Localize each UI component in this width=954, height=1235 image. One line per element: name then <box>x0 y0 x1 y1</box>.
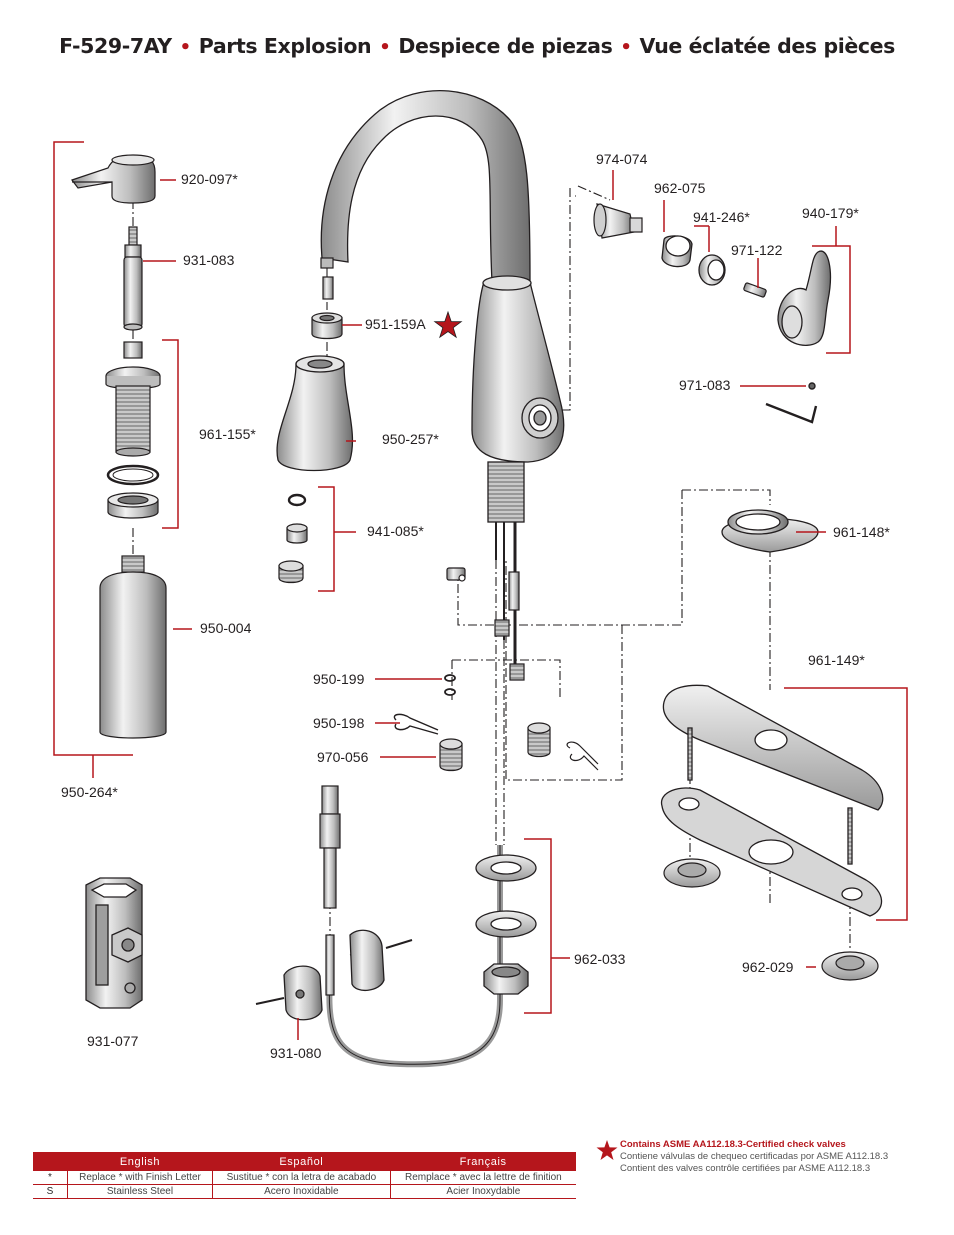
legend-header-french: Français <box>390 1152 576 1171</box>
adapter-971-122 <box>743 282 767 298</box>
legend-header-blank <box>33 1152 68 1171</box>
aerator-941-085 <box>278 493 308 584</box>
label-962-033: 962-033 <box>574 951 626 967</box>
legend-key: S <box>33 1184 68 1199</box>
label-931-080: 931-080 <box>270 1045 322 1061</box>
legend-cell: Sustitue * con la letra de acabado <box>212 1171 391 1185</box>
mounting-nuts-962-029 <box>663 858 879 981</box>
label-950-198: 950-198 <box>313 715 365 731</box>
label-920-097: 920-097* <box>181 171 238 187</box>
label-941-246: 941-246* <box>693 209 750 225</box>
note-star-icon <box>596 1140 618 1160</box>
cartridge-974-074 <box>593 203 643 239</box>
legend-header-row: English Español Français <box>33 1152 576 1171</box>
finish-legend-table: English Español Français * Replace * wit… <box>33 1152 576 1199</box>
label-971-122: 971-122 <box>731 242 783 258</box>
label-961-148: 961-148* <box>833 524 890 540</box>
label-941-085: 941-085* <box>367 523 424 539</box>
spray-hose-connector <box>320 257 334 300</box>
title-separator-3: • <box>620 37 632 58</box>
soap-pump-head-920-097 <box>71 154 156 204</box>
legend-cell: Acero Inoxidable <box>212 1184 391 1199</box>
star-icon <box>433 310 463 339</box>
deck-gasket <box>661 787 883 917</box>
clip-950-198 <box>393 713 439 735</box>
label-931-077: 931-077 <box>87 1033 139 1049</box>
label-961-155: 961-155* <box>199 426 256 442</box>
retaining-nut-962-075 <box>661 235 693 268</box>
o-rings-950-199 <box>444 674 456 696</box>
label-961-149: 961-149* <box>808 652 865 668</box>
faucet-body <box>320 90 565 665</box>
legend-header-spanish: Español <box>212 1152 391 1171</box>
label-962-029: 962-029 <box>742 959 794 975</box>
spray-head-950-257 <box>276 355 354 472</box>
note-spanish: Contiene válvulas de chequeo certificada… <box>620 1151 889 1162</box>
legend-row: * Replace * with Finish Letter Sustitue … <box>33 1171 576 1185</box>
label-950-264: 950-264* <box>61 784 118 800</box>
hose-clip <box>446 567 466 582</box>
title-separator-2: • <box>379 37 391 58</box>
callout-leaders <box>53 141 908 1040</box>
hose-weight-931-080 <box>255 929 413 1021</box>
check-valve-note: Contains ASME AA112.18.3-Certified check… <box>620 1139 888 1175</box>
note-french: Contient des valves contrôle certifiées … <box>620 1163 871 1174</box>
deck-plate-961-149 <box>662 684 884 865</box>
label-971-083: 971-083 <box>679 377 731 393</box>
escutcheon-961-148 <box>721 509 819 553</box>
label-940-179: 940-179* <box>802 205 859 221</box>
quick-connect-fittings <box>494 571 525 681</box>
page-title: F-529-7AY • Parts Explosion • Despiece de pi… <box>0 34 954 58</box>
pull-down-hose <box>319 785 503 1068</box>
check-valve-951-159A <box>311 312 343 340</box>
legend-key: * <box>33 1171 68 1185</box>
washers-and-nut-962-033 <box>475 854 537 995</box>
label-974-074: 974-074 <box>596 151 648 167</box>
adapter-970-056 <box>439 738 463 772</box>
model-number: F-529-7AY <box>59 34 172 58</box>
label-950-199: 950-199 <box>313 671 365 687</box>
title-french: Vue éclatée des pièces <box>639 34 896 58</box>
title-english: Parts Explosion <box>198 34 372 58</box>
soap-pump-tube-931-083 <box>123 226 143 331</box>
assembly-guide-lines <box>132 185 851 970</box>
note-heading: Contains ASME AA112.18.3-Certified check… <box>620 1139 846 1150</box>
set-screw-and-hex-key-971-083 <box>765 382 818 424</box>
soap-bottle-950-004 <box>99 555 167 739</box>
legend-row: S Stainless Steel Acero Inoxidable Acier… <box>33 1184 576 1199</box>
title-spanish: Despiece de piezas <box>398 34 613 58</box>
legend-cell: Remplace * avec la lettre de finition <box>390 1171 576 1185</box>
handle-940-179 <box>777 250 831 346</box>
label-950-257: 950-257* <box>382 431 439 447</box>
label-931-083: 931-083 <box>183 252 235 268</box>
legend-cell: Acier Inoxydable <box>390 1184 576 1199</box>
legend-cell: Replace * with Finish Letter <box>67 1171 213 1185</box>
label-950-004: 950-004 <box>200 620 252 636</box>
title-separator-1: • <box>179 37 192 58</box>
hose-adapter-lower <box>527 722 599 771</box>
mounting-bracket-931-077 <box>85 877 143 1009</box>
label-951-159A: 951-159A <box>365 316 426 332</box>
soap-body-961-155 <box>105 341 161 519</box>
bonnet-941-246 <box>698 254 726 286</box>
legend-cell: Stainless Steel <box>67 1184 213 1199</box>
legend-header-english: English <box>67 1152 213 1171</box>
label-970-056: 970-056 <box>317 749 369 765</box>
label-962-075: 962-075 <box>654 180 706 196</box>
